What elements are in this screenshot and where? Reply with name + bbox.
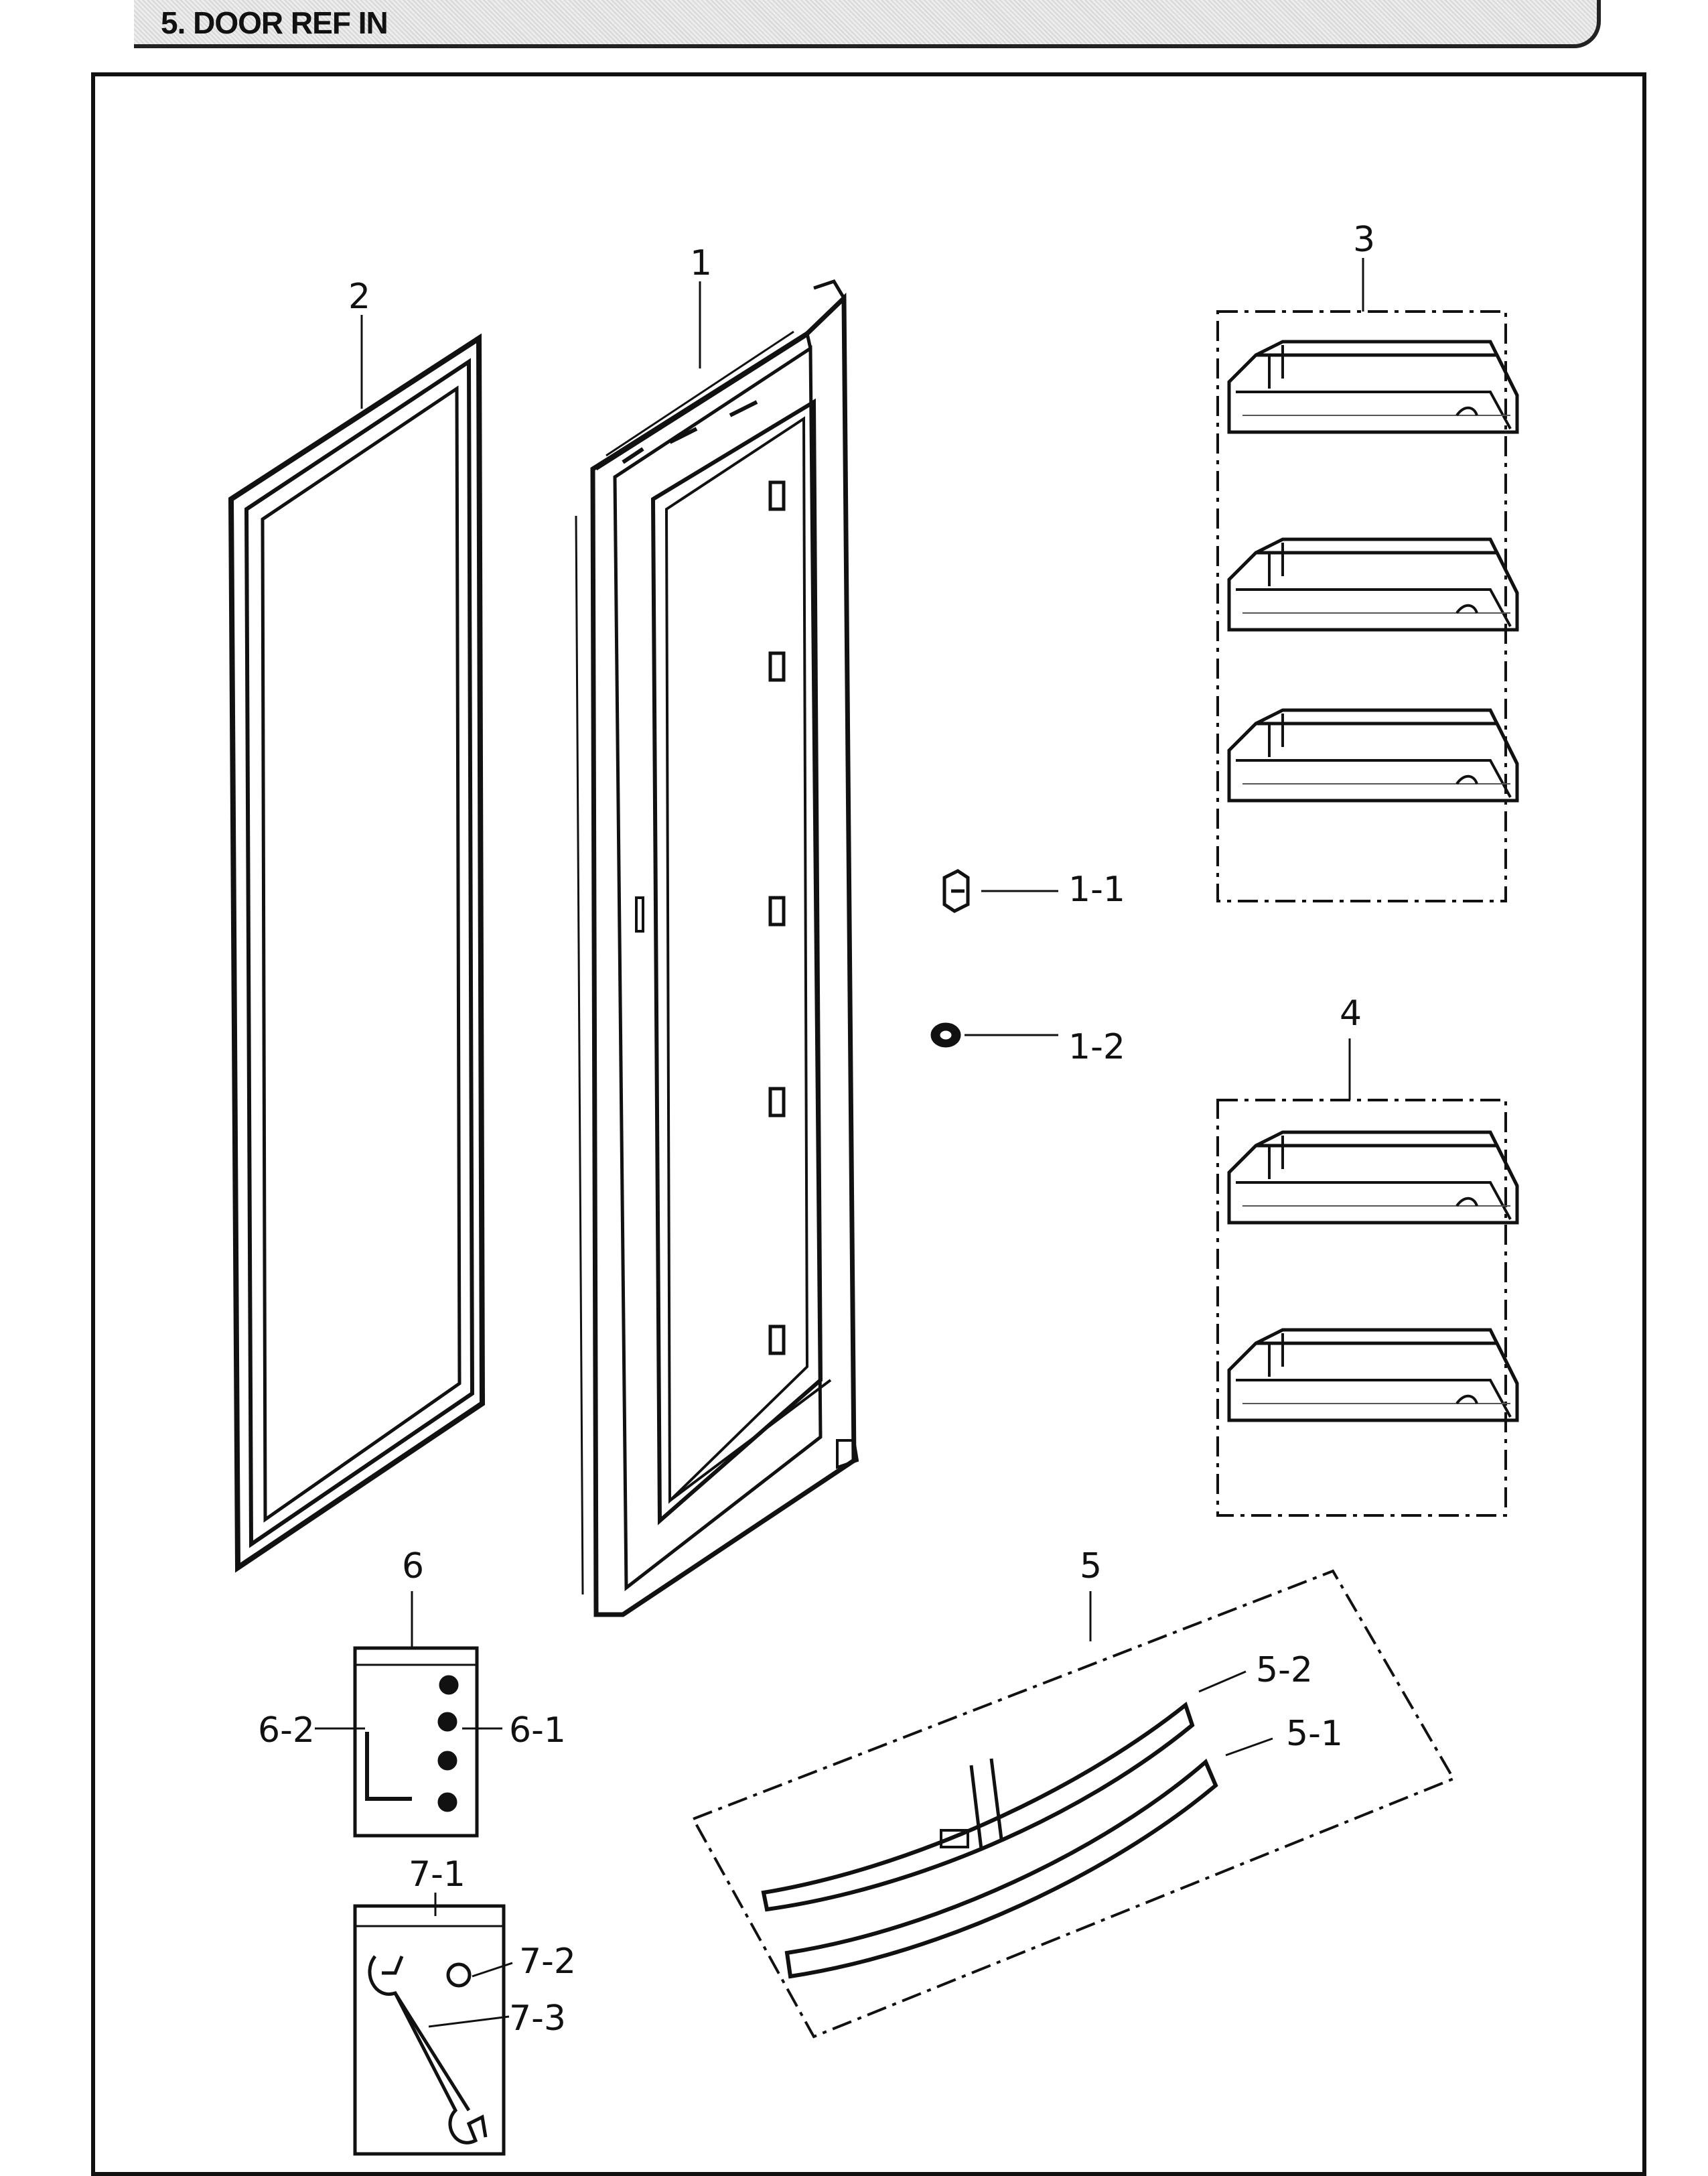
callout-5: 5 xyxy=(1080,1546,1102,1586)
callout-7-3: 7-3 xyxy=(509,1998,566,2039)
callout-3: 3 xyxy=(1353,220,1375,260)
callout-1: 1 xyxy=(690,243,712,283)
callout-5-1: 5-1 xyxy=(1286,1714,1343,1754)
door-bin-3b xyxy=(1229,539,1517,630)
door-gasket xyxy=(228,333,486,1573)
section-header-tab xyxy=(134,0,1601,48)
door-liner xyxy=(575,279,859,1617)
wrench-kit-bag xyxy=(353,1904,506,2156)
callout-2: 2 xyxy=(348,277,370,317)
door-bin-4a xyxy=(1229,1132,1517,1223)
door-handle xyxy=(761,1701,1218,1979)
handle-group-box xyxy=(691,1569,1455,2039)
door-bin-3a xyxy=(1229,342,1517,432)
callout-4: 4 xyxy=(1340,994,1362,1034)
callout-7-1: 7-1 xyxy=(409,1854,466,1895)
callout-1-1: 1-1 xyxy=(1068,870,1125,910)
callout-7-2: 7-2 xyxy=(519,1942,576,1982)
part-1-2-cap xyxy=(930,1022,961,1048)
door-bin-3c xyxy=(1229,710,1517,801)
bin-group-3-box xyxy=(1216,310,1507,902)
callout-6: 6 xyxy=(402,1546,424,1586)
part-1-1-clip xyxy=(942,869,970,913)
door-bin-4b xyxy=(1229,1330,1517,1420)
section-title: 5. DOOR REF IN xyxy=(161,5,388,40)
screw-icon xyxy=(437,1675,459,1812)
screw-kit-bag xyxy=(353,1646,479,1838)
bin-group-4-box xyxy=(1216,1099,1507,1517)
callout-1-2: 1-2 xyxy=(1068,1027,1125,1067)
callout-5-2: 5-2 xyxy=(1256,1650,1313,1690)
callout-6-1: 6-1 xyxy=(509,1710,566,1751)
leader-lines xyxy=(315,258,1364,2028)
callout-6-2: 6-2 xyxy=(258,1710,315,1751)
